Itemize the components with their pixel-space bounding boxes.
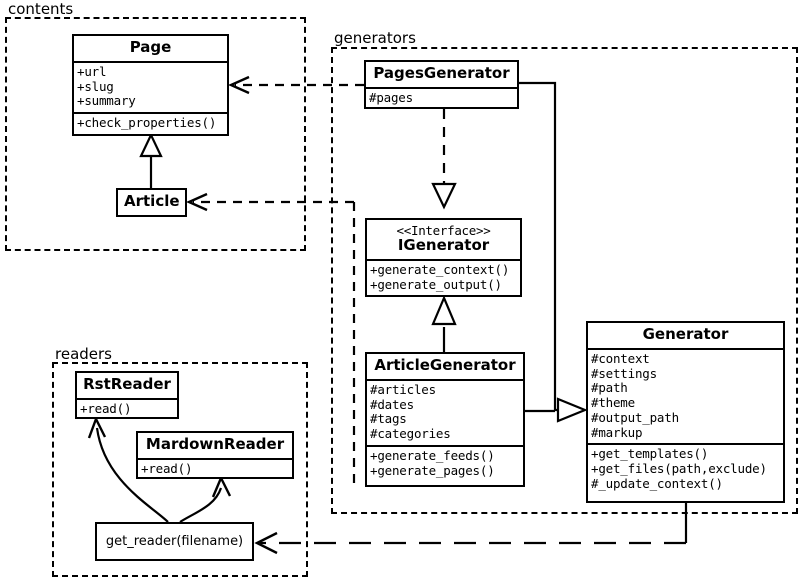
attribute: #path bbox=[591, 380, 628, 396]
divider bbox=[367, 444, 523, 447]
divider bbox=[138, 457, 292, 460]
class-article[interactable]: Article bbox=[116, 188, 187, 217]
divider bbox=[74, 60, 227, 63]
class-articlegenerator[interactable]: ArticleGenerator #articles #dates #tags … bbox=[365, 352, 525, 487]
class-article-title: Article bbox=[124, 192, 180, 210]
method: #_update_context() bbox=[591, 475, 723, 491]
class-igenerator-methods: +generate_context() +generate_output() bbox=[367, 261, 520, 295]
method: +check_properties() bbox=[77, 115, 217, 130]
node-get-reader-label: get_reader(filename) bbox=[105, 534, 244, 549]
attribute: #tags bbox=[370, 411, 407, 427]
divider bbox=[77, 397, 177, 400]
class-rstreader-methods: +read() bbox=[77, 400, 177, 417]
attribute: +url bbox=[77, 63, 107, 79]
method: +generate_context() bbox=[370, 261, 510, 277]
attribute: #theme bbox=[591, 395, 635, 410]
package-generators-label: generators bbox=[332, 29, 418, 47]
method: +get_files(path,exclude) bbox=[591, 461, 767, 476]
attribute: #settings bbox=[591, 365, 657, 381]
class-rstreader[interactable]: RstReader +read() bbox=[75, 371, 179, 419]
package-generators bbox=[331, 47, 798, 514]
method: +generate_pages() bbox=[370, 462, 495, 478]
class-generator[interactable]: Generator #context #settings #path #them… bbox=[586, 321, 785, 503]
class-articlegenerator-title: ArticleGenerator bbox=[374, 356, 516, 374]
method: +generate_feeds() bbox=[370, 447, 495, 463]
attribute: #dates bbox=[370, 396, 414, 412]
divider bbox=[367, 378, 523, 381]
divider bbox=[74, 112, 227, 114]
attribute: #articles bbox=[370, 381, 436, 397]
class-pagesgenerator-attributes: #pages bbox=[366, 89, 517, 107]
package-contents bbox=[5, 17, 306, 251]
class-mardownreader-title: MardownReader bbox=[145, 435, 285, 453]
attribute: #markup bbox=[591, 424, 643, 440]
class-generator-attributes: #context #settings #path #theme #output_… bbox=[588, 350, 783, 444]
divider bbox=[367, 258, 520, 261]
class-page[interactable]: Page +url +slug +summary +check_properti… bbox=[72, 34, 229, 136]
package-readers-label: readers bbox=[53, 345, 114, 363]
divider bbox=[366, 86, 517, 89]
class-page-methods: +check_properties() bbox=[74, 114, 227, 134]
package-readers bbox=[52, 362, 308, 577]
attribute: #output_path bbox=[591, 409, 679, 425]
class-pagesgenerator[interactable]: PagesGenerator #pages bbox=[364, 60, 519, 109]
class-page-attributes: +url +slug +summary bbox=[74, 63, 227, 112]
method: +generate_output() bbox=[370, 276, 502, 292]
class-page-title: Page bbox=[129, 38, 172, 56]
class-igenerator-title: <<Interface>> IGenerator bbox=[367, 220, 520, 259]
attribute: #categories bbox=[370, 426, 451, 441]
method: +get_templates() bbox=[591, 446, 709, 462]
attribute: +slug bbox=[77, 78, 114, 94]
class-mardownreader[interactable]: MardownReader +read() bbox=[136, 431, 294, 479]
attribute: +summary bbox=[77, 93, 136, 109]
class-rstreader-title: RstReader bbox=[83, 375, 171, 393]
class-generator-methods: +get_templates() +get_files(path,exclude… bbox=[588, 445, 783, 494]
package-contents-label: contents bbox=[6, 0, 76, 18]
class-articlegenerator-attributes: #articles #dates #tags #categories bbox=[367, 381, 523, 445]
class-igenerator-stereotype: <<Interface>> bbox=[396, 223, 491, 238]
class-generator-title: Generator bbox=[642, 325, 729, 343]
divider bbox=[588, 347, 783, 350]
class-mardownreader-methods: +read() bbox=[138, 460, 292, 477]
attribute: #pages bbox=[369, 89, 413, 105]
method: +read() bbox=[80, 400, 132, 416]
class-pagesgenerator-title: PagesGenerator bbox=[373, 64, 510, 82]
class-articlegenerator-methods: +generate_feeds() +generate_pages() bbox=[367, 447, 523, 482]
class-igenerator[interactable]: <<Interface>> IGenerator +generate_conte… bbox=[365, 218, 522, 297]
method: +read() bbox=[141, 460, 193, 476]
attribute: #context bbox=[591, 350, 650, 366]
node-get-reader[interactable]: get_reader(filename) bbox=[95, 522, 254, 561]
class-igenerator-name: IGenerator bbox=[397, 236, 490, 255]
divider bbox=[588, 443, 783, 446]
